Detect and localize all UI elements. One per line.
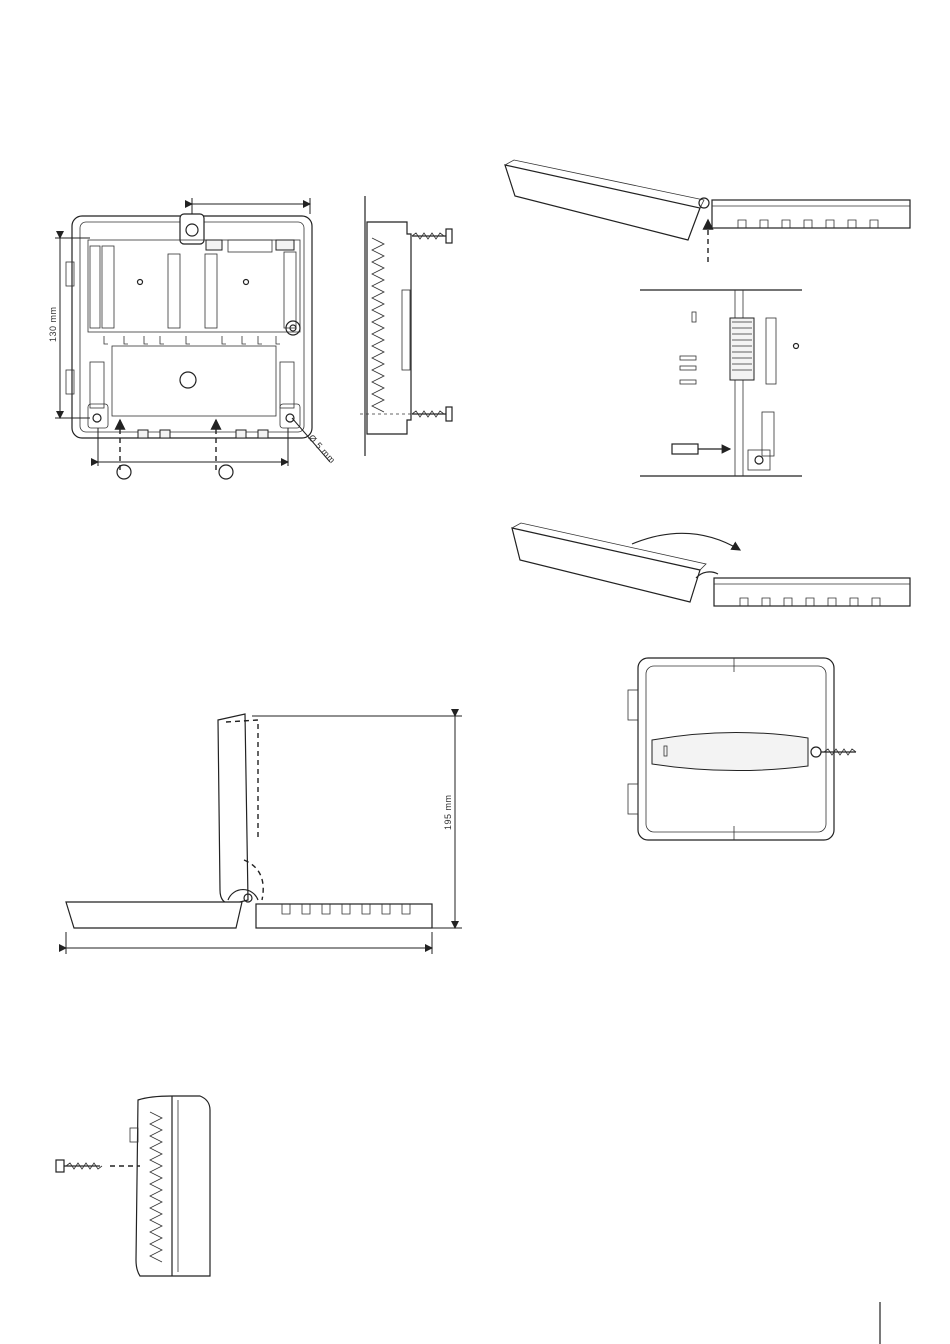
lid-hinge-view — [505, 160, 910, 262]
base-side-view — [360, 196, 452, 456]
label-130mm: 130 mm — [48, 306, 58, 342]
side-screw-view — [56, 1096, 210, 1276]
hinge-detail-view — [640, 290, 802, 476]
lid-closing-view — [512, 523, 910, 606]
screw-icon — [412, 229, 452, 243]
screw-icon — [412, 407, 452, 421]
fully-open-view — [66, 714, 432, 928]
closed-front-view — [628, 658, 856, 840]
label-5mm: Ø 5 mm — [307, 433, 338, 466]
label-195mm: 195 mm — [443, 794, 453, 830]
rotate-arrow-icon — [632, 533, 740, 550]
base-front-view — [66, 214, 312, 479]
screw-icon — [56, 1160, 102, 1172]
